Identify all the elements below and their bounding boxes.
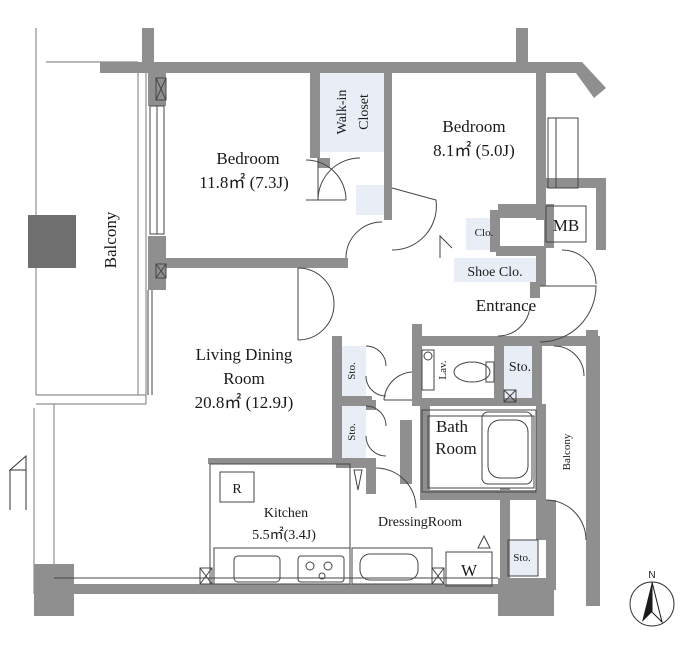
fixture-labels: Clo. MB Shoe Clo. Lav. Sto. Sto. Sto. St… [232,216,579,580]
compass: N [629,570,675,627]
bedroom-right-name: Bedroom [442,117,505,136]
refrigerator-label: R [232,482,242,497]
sto-ld-lower-label: Sto. [346,423,358,441]
bath-room-line1: Bath [436,417,469,436]
west-balcony [33,28,147,594]
walk-in-closet-line2: Closet [357,94,372,130]
bedroom-right-area: 8.1㎡ (5.0J) [433,141,515,160]
kitchen-area: 5.5㎡(3.4J) [252,527,316,543]
compass-north-label: N [648,570,655,581]
bedroom-left-area: 11.8㎡ (7.3J) [199,173,289,192]
dressing-room-label: DressingRoom [378,515,462,530]
sto-entrance-label: Sto. [509,360,531,375]
room-labels: Bedroom 11.8㎡ (7.3J) Walk-in Closet Bedr… [101,90,573,543]
living-dining-line1: Living Dining [196,345,293,364]
bedroom-left-name: Bedroom [216,149,279,168]
interior-lines [54,105,579,585]
west-balcony-window [8,454,27,510]
sto-ld-upper-label: Sto. [346,362,358,380]
doors [297,157,597,541]
clo-label: Clo. [475,227,494,239]
shoe-clo-label: Shoe Clo. [467,265,522,280]
lav-label: Lav. [437,360,449,379]
walls [34,28,606,616]
balcony-east-label: Balcony [561,433,573,470]
west-balcony-column [28,215,76,268]
bath-room-line2: Room [435,439,477,458]
mb-label: MB [553,216,579,235]
washer-label: W [461,561,478,580]
walk-in-closet-line1: Walk-in [335,90,350,135]
living-dining-line2: Room [223,369,265,388]
fixtures-drawing [155,77,587,587]
entrance-label: Entrance [476,296,536,315]
sto-dressing-label: Sto. [513,552,531,564]
kitchen-name: Kitchen [264,506,308,521]
balcony-west-label: Balcony [101,211,120,268]
living-dining-area: 20.8㎡ (12.9J) [195,393,294,412]
